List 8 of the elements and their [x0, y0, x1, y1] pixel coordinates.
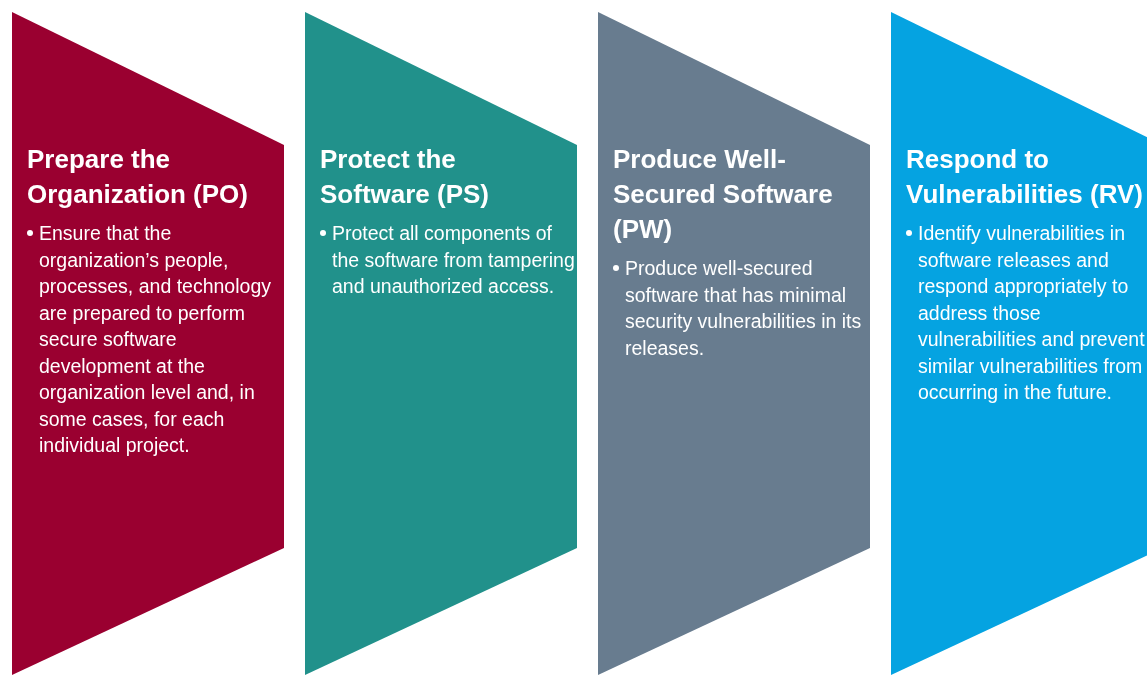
bullet-text: Produce well-secured software that has minimal security vulnerabilities in its releases. — [613, 255, 870, 361]
panel-heading: Protect the Software (PS) — [320, 143, 491, 211]
bullet-text: Ensure that the organization’s people, processes, and technology are prepared to perform secure software development at the organization level and, in some cases, for each individual project. — [27, 220, 284, 459]
panel-heading: Respond to Vulnerabilities (RV) — [906, 143, 1144, 211]
bullet-text: Identify vulnerabilities in software releases and respond appropriately to address those vulnerabilities and prevent similar vulnerabilities from occurring in the future. — [906, 220, 1147, 406]
panel-heading: Produce Well-Secured Software (PW) — [613, 143, 834, 246]
bullet-text: Protect all components of the software from tampering and unauthorized access. — [320, 220, 577, 300]
panel-heading: Prepare the Organization (PO) — [27, 143, 249, 211]
